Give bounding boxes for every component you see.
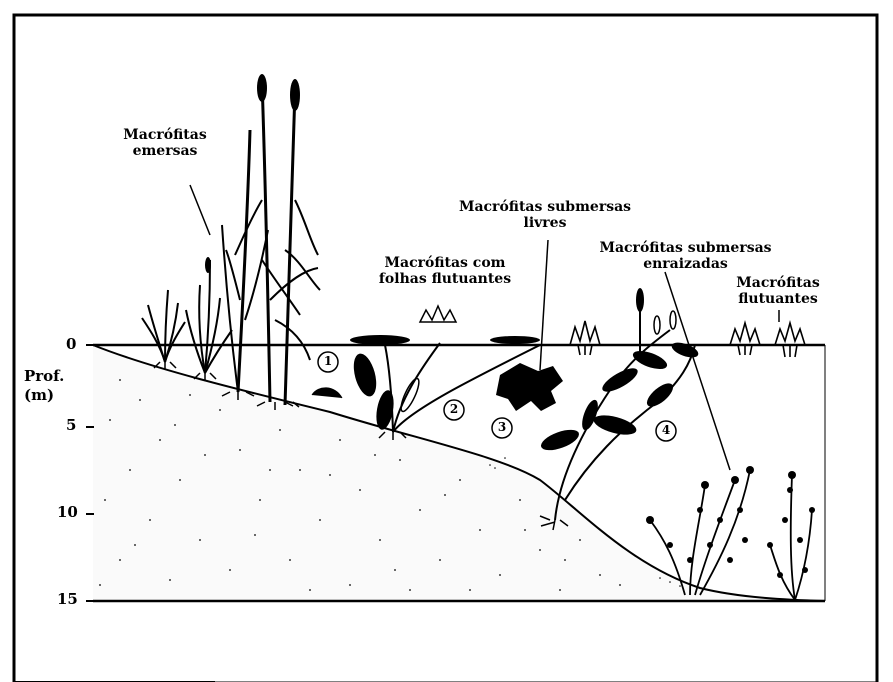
label-free-floating-line2: flutuantes [728,291,828,307]
label-floating-leaved-line2: folhas flutuantes [365,271,525,287]
marker-3-number: 3 [492,420,512,434]
rooted-submerged-pointer [665,272,730,470]
label-rooted-submerged-line2: enraizadas [583,256,788,272]
label-free-floating: Macrófitas flutuantes [728,275,828,307]
label-emergent-line2: emersas [115,143,215,159]
depth-axis-title-line2: (m) [24,386,64,405]
label-rooted-submerged-line1: Macrófitas submersas [583,240,788,256]
label-rooted-submerged: Macrófitas submersas enraizadas [583,240,788,272]
depth-axis-title: Prof. (m) [24,367,64,405]
label-emergent-line1: Macrófitas [115,127,215,143]
reed-flower-heads [205,74,300,273]
label-free-submerged-line2: livres [450,215,640,231]
marker-1-creature [312,388,342,398]
emergent-pointer [190,185,210,235]
marker-2-number: 2 [444,402,464,416]
label-free-floating-line1: Macrófitas [728,275,828,291]
depth-axis-title-line1: Prof. [24,367,64,386]
sediment-area [93,345,825,601]
depth-tick-5: 5 [66,416,76,434]
free-submerged-pointer [540,240,548,370]
marker-4-number: 4 [656,423,676,437]
label-floating-leaved-line1: Macrófitas com [365,255,525,271]
depth-tick-15: 15 [57,590,78,608]
label-emergent: Macrófitas emersas [115,127,215,159]
marker-1-number: 1 [318,354,338,368]
free-submerged-plant [496,363,563,411]
depth-tick-10: 10 [57,503,78,521]
depth-axis-ticks [86,345,94,601]
deep-submerged-leaf-tufts [646,466,815,578]
rooted-submerged-plants [555,310,695,520]
label-free-submerged: Macrófitas submersas livres [450,199,640,231]
label-free-submerged-line1: Macrófitas submersas [450,199,640,215]
label-floating-leaved: Macrófitas com folhas flutuantes [365,255,525,287]
depth-tick-0: 0 [66,335,76,353]
